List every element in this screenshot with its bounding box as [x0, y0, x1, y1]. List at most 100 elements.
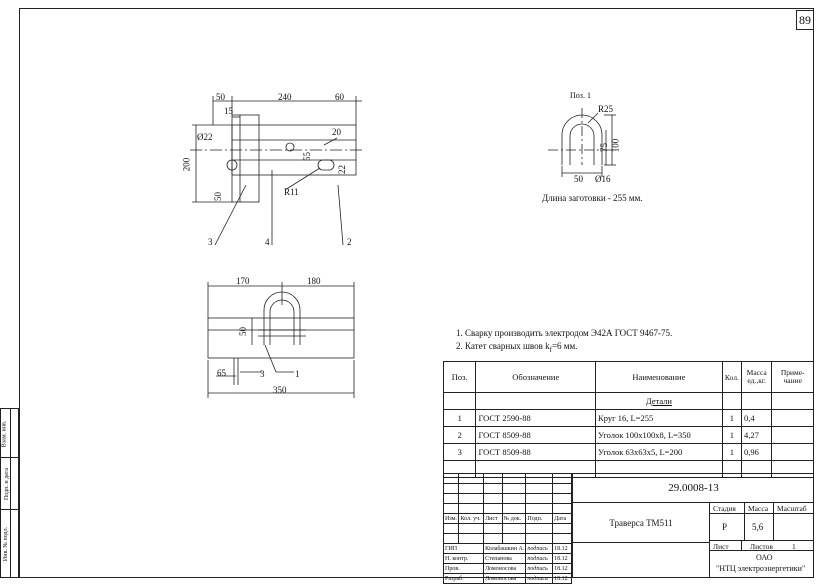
- dim-55: 55: [302, 152, 312, 161]
- spec-row-note: [771, 443, 814, 461]
- spec-row: 1 ГОСТ 2590-88 Круг 16, L=255 1 0,4: [442, 409, 814, 427]
- note-1: 1. Сварку производить электродом Э42А ГО…: [456, 328, 673, 338]
- spec-header-name: Наименование: [595, 361, 723, 393]
- dim-60: 60: [335, 92, 344, 102]
- title-block-grid: Изм. Кол. уч. Лист № док. Подп. Дата ГИП…: [442, 473, 572, 584]
- dim-240: 240: [278, 92, 292, 102]
- tb-col-podp: Подп.: [525, 513, 554, 524]
- dim-r25: R25: [598, 104, 614, 114]
- spec-row-name: Уголок 100х100х8, L=350: [595, 426, 723, 444]
- dim-d16: Ø16: [595, 174, 611, 184]
- spec-row-note: [771, 409, 814, 427]
- tb-name: Ломоносова: [483, 573, 527, 584]
- callout-3-bottom: 3: [260, 369, 265, 379]
- dim-180: 180: [307, 276, 321, 286]
- spec-row-pos: 3: [442, 443, 477, 461]
- spec-row: 3 ГОСТ 8509-88 Уголок 63х63х5, L=200 1 0…: [442, 443, 814, 461]
- tb-sheets-value: 1: [792, 542, 796, 551]
- tb-sheet-label: Лист: [713, 542, 729, 551]
- spec-row-mass: 0,4: [740, 409, 773, 427]
- dim-75: 75: [599, 143, 609, 152]
- spec-section: Детали: [595, 392, 723, 410]
- spec-header-doc: Обозначение: [475, 361, 597, 393]
- side-stamp: Взам. инв. Подп. и дата Инв. № подл.: [0, 408, 20, 578]
- tb-role: Н. контр.: [442, 553, 485, 564]
- dim-200: 200: [181, 157, 192, 172]
- tb-col-doc: № док.: [501, 513, 527, 524]
- spec-table: Поз. Обозначение Наименование Кол. Масса…: [442, 361, 814, 478]
- tb-stage-header-row: Стадия Масса Масштаб: [710, 503, 814, 514]
- tb-col-kol: Кол. уч.: [458, 513, 485, 524]
- tb-scale-label: Масштаб: [777, 504, 807, 513]
- dim-20: 20: [332, 127, 341, 137]
- spec-row-note: [771, 426, 814, 444]
- tb-date: 18.12: [552, 543, 572, 554]
- dim-r11: R11: [284, 187, 299, 197]
- spec-row-qty: 1: [721, 409, 743, 427]
- tb-mass-value: 5,6: [752, 522, 764, 532]
- callout-3-top: 3: [208, 237, 213, 247]
- tb-role: ГИП: [442, 543, 485, 554]
- tb-org-line2: "НТЦ электроэнергетики": [716, 564, 806, 573]
- callout-4-top: 4: [265, 237, 270, 247]
- dim-350: 350: [273, 385, 287, 395]
- spec-row-doc: ГОСТ 8509-88: [475, 426, 597, 444]
- tb-date: 18.12: [552, 573, 572, 584]
- drawing-code: 29.0008-13: [668, 481, 719, 494]
- page-number: 89: [796, 10, 814, 30]
- blank-length: Длина заготовки - 255 мм.: [542, 193, 643, 203]
- note-2: 2. Катет сварных швов kf=6 мм.: [456, 342, 577, 354]
- tb-sign: подпись: [525, 543, 554, 554]
- spec-row-name: Круг 16, L=255: [595, 409, 723, 427]
- tb-stage-divider-1: [744, 503, 745, 540]
- tb-sheet-row: Лист Листов 1: [710, 540, 814, 551]
- tb-org-cell: [572, 543, 710, 578]
- spec-section-blank-1: [442, 392, 477, 410]
- spec-row-qty: 1: [721, 443, 743, 461]
- dim-d22: Ø22: [197, 132, 213, 142]
- callout-2-top: 2: [347, 237, 352, 247]
- spec-row-doc: ГОСТ 2590-88: [475, 409, 597, 427]
- note-2-text: 2. Катет сварных швов k: [456, 341, 550, 351]
- tb-stage-divider-2: [773, 503, 774, 540]
- tb-role: Пров.: [442, 563, 485, 574]
- tb-name: Ломоносова: [483, 563, 527, 574]
- dim-50-top: 50: [216, 92, 225, 102]
- tb-mass-label: Масса: [748, 504, 769, 513]
- tb-date: 18.12: [552, 553, 572, 564]
- tb-sign: подпись: [525, 553, 554, 564]
- dim-50-bottom: 50: [238, 327, 248, 336]
- spec-row-mass: 4,27: [740, 426, 773, 444]
- spec-header-mass: Масса ед.,кг.: [740, 361, 773, 393]
- spec-row-qty: 1: [721, 426, 743, 444]
- dim-15: 15: [224, 106, 233, 116]
- pos1-title: Поз. 1: [570, 91, 591, 100]
- spec-section-blank-2: [475, 392, 597, 410]
- note-2-sub: f: [549, 345, 552, 354]
- spec-row: 2 ГОСТ 8509-88 Уголок 100х100х8, L=350 1…: [442, 426, 814, 444]
- tb-name: Степанова: [483, 553, 527, 564]
- tb-sign: подпись: [525, 573, 554, 584]
- spec-row-pos: 1: [442, 409, 477, 427]
- tb-col-izm: Изм.: [442, 513, 460, 524]
- spec-row-name: Уголок 63х63х5, L=200: [595, 443, 723, 461]
- spec-section-blank-3: [721, 392, 743, 410]
- tb-stage-value: Р: [722, 522, 728, 532]
- tb-name: Колабашкин А.: [483, 543, 527, 554]
- dim-22: 22: [337, 165, 347, 174]
- tb-code-cell: 29.0008-13: [572, 473, 814, 503]
- dim-50-pos1: 50: [574, 174, 583, 184]
- dim-50-left: 50: [213, 192, 223, 201]
- tb-col-list: Лист: [483, 513, 503, 524]
- tb-sheets-label: Листов: [750, 542, 773, 551]
- drawing-name: Траверса ТМ511: [609, 517, 673, 528]
- tb-sign: подпись: [525, 563, 554, 574]
- callout-1-bottom: 1: [295, 369, 300, 379]
- spec-section-blank-5: [771, 392, 814, 410]
- dim-100: 100: [610, 138, 621, 153]
- dim-65: 65: [217, 368, 226, 378]
- tb-sheet-divider: [741, 540, 742, 551]
- note-2-tail: =6 мм.: [551, 341, 578, 351]
- tb-stage-label: Стадия: [713, 504, 736, 513]
